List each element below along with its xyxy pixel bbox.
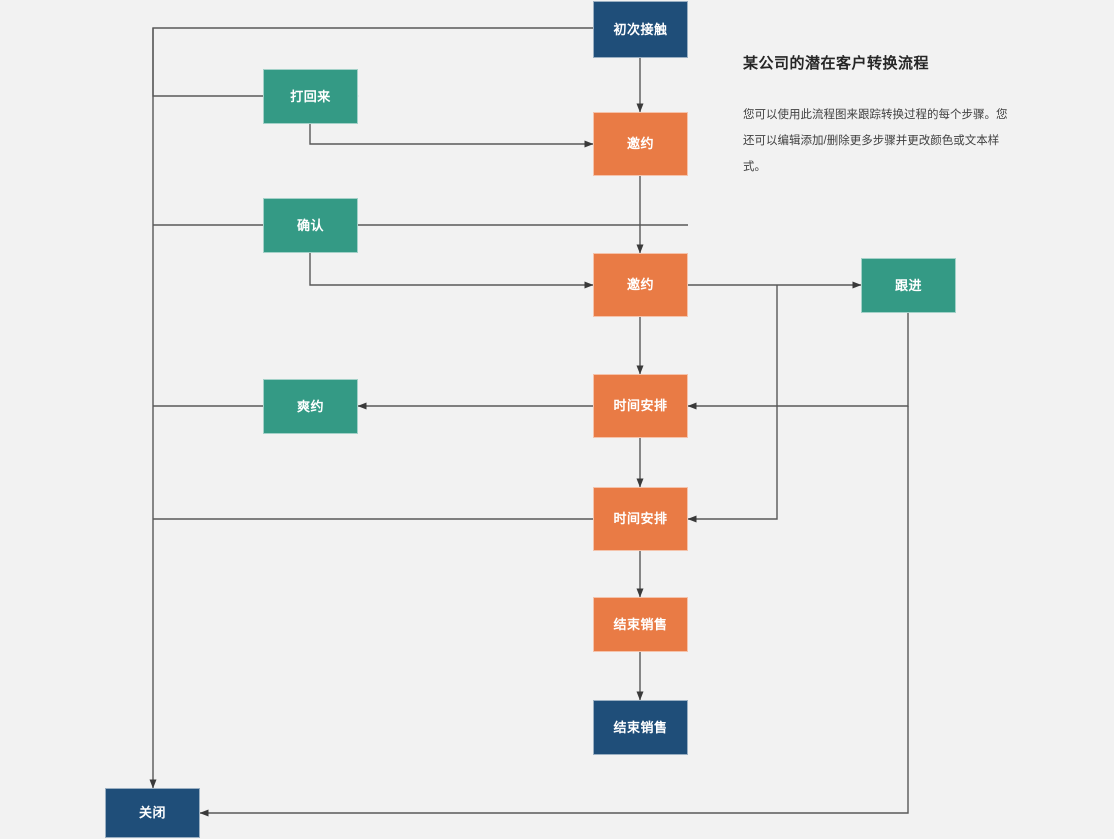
node-close-sale-2[interactable]: 结束销售 bbox=[593, 700, 688, 755]
node-label: 邀约 bbox=[626, 277, 654, 293]
node-label: 跟进 bbox=[894, 277, 922, 293]
node-label: 邀约 bbox=[626, 136, 654, 152]
node-invite-1[interactable]: 邀约 bbox=[593, 112, 688, 176]
node-schedule-1[interactable]: 时间安排 bbox=[593, 374, 688, 438]
chart-description: 您可以使用此流程图来跟踪转换过程的每个步骤。您还可以编辑添加/删除更多步骤并更改… bbox=[743, 109, 1008, 173]
node-label: 结束销售 bbox=[613, 719, 668, 735]
node-call-back[interactable]: 打回来 bbox=[263, 69, 358, 124]
node-follow-up[interactable]: 跟进 bbox=[861, 258, 956, 313]
edge-e-invite2-down-schedule2 bbox=[687, 285, 778, 523]
node-label: 关闭 bbox=[138, 805, 166, 821]
node-label: 时间安排 bbox=[613, 398, 668, 414]
node-label: 确认 bbox=[296, 217, 324, 233]
node-confirm[interactable]: 确认 bbox=[263, 198, 358, 253]
node-label: 结束销售 bbox=[613, 616, 668, 632]
node-schedule-2[interactable]: 时间安排 bbox=[593, 487, 688, 551]
edge-e-followup-to-closed bbox=[199, 406, 909, 817]
edge-e-confirm-to-invite2 bbox=[309, 253, 594, 289]
node-label: 爽约 bbox=[296, 398, 324, 414]
node-closed[interactable]: 关闭 bbox=[105, 788, 200, 838]
node-close-sale-1[interactable]: 结束销售 bbox=[593, 597, 688, 652]
node-no-show[interactable]: 爽约 bbox=[263, 379, 358, 434]
node-label: 打回来 bbox=[290, 88, 331, 104]
page-title: 某公司的潜在客户转换流程 bbox=[743, 55, 930, 72]
node-invite-2[interactable]: 邀约 bbox=[593, 253, 688, 317]
edge-e-callback-to-invite1 bbox=[309, 124, 594, 148]
edge-e-followup-to-schedule1 bbox=[687, 313, 909, 410]
node-first-contact[interactable]: 初次接触 bbox=[593, 1, 688, 58]
node-label: 时间安排 bbox=[613, 511, 668, 527]
title-block: 某公司的潜在客户转换流程 您可以使用此流程图来跟踪转换过程的每个步骤。您还可以编… bbox=[743, 52, 1015, 181]
node-label: 初次接触 bbox=[613, 21, 668, 37]
